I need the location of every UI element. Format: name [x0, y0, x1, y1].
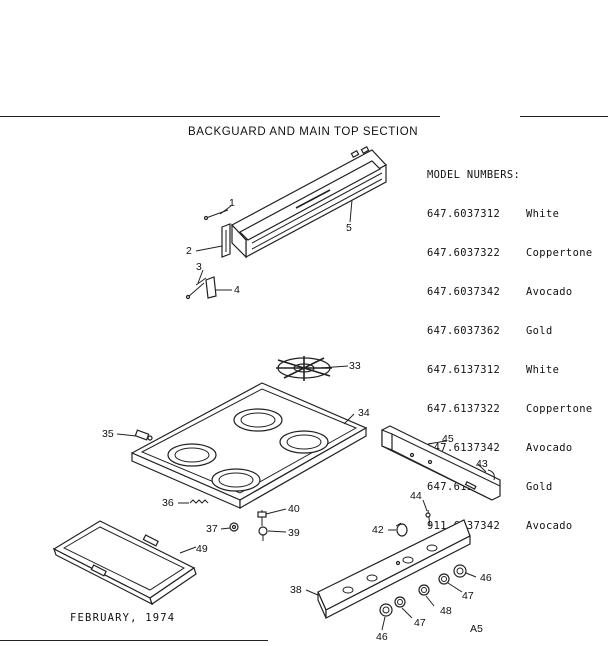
publication-date: FEBRUARY, 1974 [70, 612, 176, 624]
callout-47-lower: 47 [414, 617, 426, 629]
section-title: BACKGUARD AND MAIN TOP SECTION [188, 126, 419, 138]
panel-45 [381, 425, 501, 501]
callout-1: 1 [229, 197, 235, 209]
callout-49: 49 [196, 543, 208, 555]
backguard [231, 146, 387, 259]
callout-43: 43 [476, 458, 488, 470]
main-top [130, 382, 368, 510]
callout-34: 34 [358, 407, 370, 419]
leader-lines [116, 199, 487, 631]
callout-46-upper: 46 [480, 572, 492, 584]
burner-grate [276, 356, 332, 381]
end-cap-parts [185, 209, 231, 300]
bottom-divider [0, 640, 268, 641]
callout-45: 45 [442, 433, 454, 445]
callout-3: 3 [196, 261, 202, 273]
callout-2: 2 [186, 245, 192, 257]
callout-40: 40 [288, 503, 300, 515]
part-42 [395, 522, 408, 537]
callout-36: 36 [162, 497, 174, 509]
part-35 [134, 429, 153, 441]
callout-47-upper: 47 [462, 590, 474, 602]
page-code: A5 [470, 623, 483, 635]
callout-44: 44 [410, 490, 422, 502]
knobs [379, 564, 467, 617]
callout-33: 33 [349, 360, 361, 372]
callout-48: 48 [440, 605, 452, 617]
callout-39: 39 [288, 527, 300, 539]
callout-37: 37 [206, 523, 218, 535]
top-divider-right [520, 116, 608, 117]
valve-parts [229, 510, 268, 541]
callout-46-lower: 46 [376, 631, 388, 643]
top-divider [0, 116, 440, 117]
callout-42: 42 [372, 524, 384, 536]
callout-35: 35 [102, 428, 114, 440]
part-36 [189, 499, 209, 504]
drip-tray-49 [52, 520, 197, 606]
control-panel-38 [317, 509, 471, 619]
model-numbers-heading: MODEL NUMBERS: [427, 169, 521, 181]
callout-4: 4 [234, 284, 240, 296]
callout-5: 5 [346, 222, 352, 234]
callout-38: 38 [290, 584, 302, 596]
